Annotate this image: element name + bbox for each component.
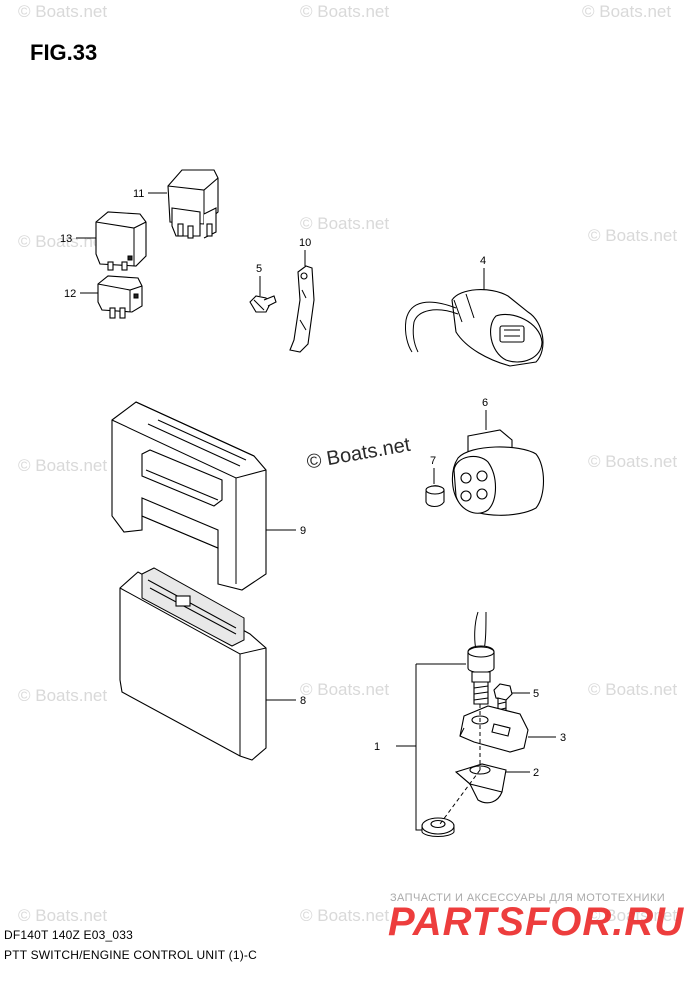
bracket-part[interactable] bbox=[289, 265, 315, 353]
watermark: © Boats.net bbox=[18, 2, 108, 21]
watermark: © Boats.net bbox=[588, 680, 678, 699]
grommet-part[interactable] bbox=[421, 817, 455, 837]
holder-part[interactable] bbox=[454, 763, 507, 804]
callout-label: 2 bbox=[533, 767, 539, 779]
watermark: © Boats.net bbox=[588, 226, 678, 245]
relay-small-part[interactable] bbox=[97, 275, 143, 319]
watermark: © Boats.net bbox=[588, 906, 678, 925]
watermark: © Boats.net bbox=[18, 906, 108, 925]
watermark: © Boats.net bbox=[18, 686, 108, 705]
callout-label: 13 bbox=[60, 233, 72, 245]
callout-label: 12 bbox=[64, 288, 76, 300]
callout-label: 7 bbox=[430, 455, 436, 467]
bolt-part[interactable] bbox=[249, 295, 277, 313]
callout-label: 3 bbox=[560, 732, 566, 744]
callout-label: 9 bbox=[300, 525, 306, 537]
relay-medium-part[interactable] bbox=[95, 211, 147, 271]
ptt-switch-part[interactable] bbox=[467, 611, 495, 705]
watermark: © Boats.net bbox=[582, 2, 672, 21]
figure-title: FIG.33 bbox=[30, 40, 98, 65]
watermark: © Boats.net bbox=[300, 680, 390, 699]
plug-part[interactable] bbox=[451, 429, 545, 516]
callout-label: 8 bbox=[300, 695, 306, 707]
callout-label: 6 bbox=[482, 397, 488, 409]
banner-subtitle: ЗАПЧАСТИ И АКСЕССУАРЫ ДЛЯ МОТОТЕХНИКИ bbox=[390, 892, 666, 904]
watermark: © Boats.net bbox=[18, 232, 108, 251]
ecu-holder-part[interactable] bbox=[111, 401, 267, 591]
callout-label: 10 bbox=[299, 237, 311, 249]
watermark: © Boats.net bbox=[18, 456, 108, 475]
figure-code: DF140T 140Z E03_033 bbox=[4, 928, 133, 942]
watermark: © Boats.net bbox=[300, 214, 390, 233]
connector-part[interactable] bbox=[405, 289, 544, 367]
relay-large-part[interactable] bbox=[167, 169, 219, 239]
callout-label: 4 bbox=[480, 255, 486, 267]
callout-label: 1 bbox=[374, 741, 380, 753]
watermark: © Boats.net bbox=[300, 906, 390, 925]
callout-label: 5 bbox=[256, 263, 262, 275]
watermark: © Boats.net bbox=[588, 452, 678, 471]
cap-part[interactable] bbox=[425, 485, 445, 508]
figure-caption: PTT SWITCH/ENGINE CONTROL UNIT (1)-C bbox=[4, 948, 257, 962]
callout-label: 5 bbox=[533, 688, 539, 700]
partsfor-logo[interactable]: PARTSFOR.RU bbox=[388, 900, 685, 944]
ecu-part[interactable] bbox=[119, 567, 267, 761]
callout-label: 11 bbox=[133, 188, 144, 200]
plate-part[interactable] bbox=[459, 705, 529, 753]
watermark: © Boats.net bbox=[300, 2, 390, 21]
